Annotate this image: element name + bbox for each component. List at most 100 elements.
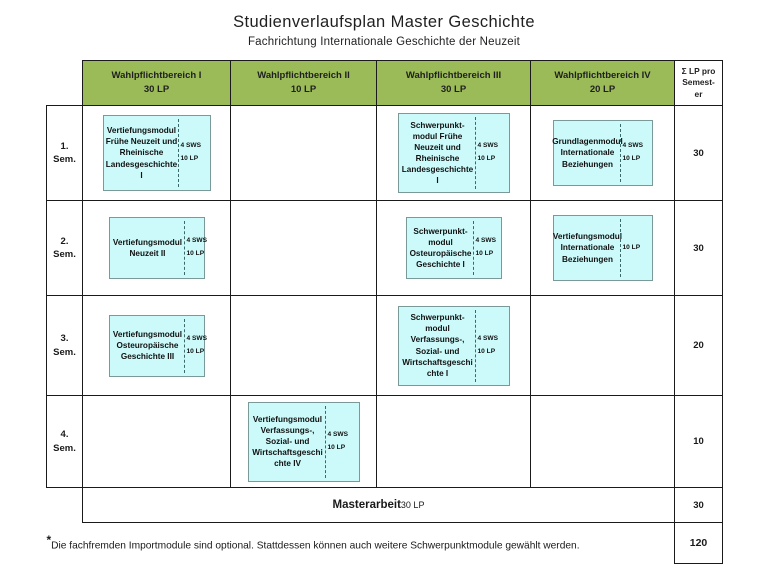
- module-name: Schwerpunkt- modul Osteuropäische Geschi…: [409, 226, 472, 270]
- module-divider: [474, 117, 476, 189]
- module-meta: 4 SWS 10 LP: [185, 316, 212, 376]
- cell-s1-wp4: Grundlagenmodul Internationale Beziehung…: [530, 105, 675, 201]
- module-sws: 4 SWS: [475, 237, 497, 245]
- cell-s2-wp3: Schwerpunkt- modul Osteuropäische Geschi…: [376, 200, 531, 296]
- footnote-text: Die fachfremden Importmodule sind option…: [51, 540, 580, 552]
- module-meta: 4 SWS 10 LP: [476, 114, 503, 192]
- footnote: *Die fachfremden Importmodule sind optio…: [46, 522, 675, 564]
- semester-3-line2: Sem.: [53, 346, 76, 358]
- header-3-name: Wahlpflichtbereich III: [405, 70, 502, 82]
- module-sws: 4 SWS: [327, 430, 349, 438]
- module-box[interactable]: Schwerpunkt- modul Osteuropäische Geschi…: [405, 217, 502, 279]
- module-meta: 4 SWS 10 LP: [185, 218, 212, 278]
- module-divider: [177, 119, 179, 187]
- semester-2-line1: 2.: [60, 235, 69, 247]
- module-name: Vertiefungsmodul Neuzeit II: [112, 237, 183, 258]
- module-name: Grundlagenmodul Internationale Beziehung…: [552, 137, 623, 169]
- semester-label-2: 2. Sem.: [46, 200, 83, 296]
- cell-s3-wp4-empty: [530, 295, 675, 396]
- semester-2-line2: Sem.: [53, 249, 76, 260]
- sum-masterarbeit: 30: [674, 487, 723, 523]
- header-2-name: Wahlpflichtbereich II: [257, 70, 350, 82]
- header-2-lp: 10 LP: [290, 84, 317, 95]
- cell-s2-wp1: Vertiefungsmodul Neuzeit II 4 SWS 10 LP: [82, 200, 231, 296]
- cell-s4-wp4-empty: [530, 395, 675, 488]
- module-box[interactable]: Vertiefungsmodul Internationale Beziehun…: [552, 215, 653, 281]
- module-meta: 4 SWS 10 LP: [326, 403, 353, 481]
- semester-3-line1: 3.: [60, 333, 69, 345]
- sum-semester-3: 20: [674, 295, 723, 396]
- semester-1-line2: Sem.: [53, 154, 76, 165]
- course-plan-table: Wahlpflichtbereich I 30 LP Wahlpflichtbe…: [46, 60, 723, 564]
- semester-4-line1: 4.: [60, 429, 69, 441]
- sum-semester-4: 10: [674, 395, 723, 488]
- semester-label-4: 4. Sem.: [46, 395, 83, 488]
- module-box[interactable]: Schwerpunkt- modul Frühe Neuzeit und Rhe…: [397, 113, 510, 193]
- cell-s2-wp2-empty: [230, 200, 377, 296]
- module-meta: 4 SWS 10 LP: [179, 116, 206, 190]
- header-corner-spacer: [46, 60, 83, 106]
- semester-label-1: 1. Sem.: [46, 105, 83, 201]
- course-plan-grid: Wahlpflichtbereich I 30 LP Wahlpflichtbe…: [46, 60, 723, 564]
- module-lp: 10 LP: [622, 243, 641, 251]
- module-divider: [474, 309, 476, 382]
- header-wahlpflichtbereich-4: Wahlpflichtbereich IV 20 LP: [530, 60, 675, 106]
- module-lp: 10 LP: [475, 250, 494, 257]
- module-meta: 4 SWS 10 LP: [621, 121, 648, 185]
- module-sws: 4 SWS: [180, 142, 202, 150]
- page-subtitle: Fachrichtung Internationale Geschichte d…: [247, 35, 521, 48]
- header-wahlpflichtbereich-1: Wahlpflichtbereich I 30 LP: [82, 60, 231, 106]
- header-1-lp: 30 LP: [143, 84, 170, 95]
- header-4-lp: 20 LP: [589, 84, 616, 95]
- module-box[interactable]: Vertiefungsmodul Verfassungs-, Sozial- u…: [247, 401, 360, 482]
- cell-s4-wp3-empty: [376, 395, 531, 488]
- module-sws: 4 SWS: [477, 142, 499, 150]
- module-box[interactable]: Vertiefungsmodul Neuzeit II 4 SWS 10 LP: [108, 217, 207, 279]
- semester-label-3: 3. Sem.: [46, 295, 83, 396]
- cell-s4-wp2: Vertiefungsmodul Verfassungs-, Sozial- u…: [230, 395, 377, 488]
- module-sws: 4 SWS: [186, 334, 208, 342]
- header-1-name: Wahlpflichtbereich I: [111, 70, 202, 82]
- header-sum-line1: Σ LP pro: [681, 65, 716, 76]
- module-divider: [183, 221, 185, 275]
- module-box[interactable]: Schwerpunkt- modul Verfassungs-, Sozial-…: [397, 305, 510, 386]
- header-sum-line2: Semest-: [682, 77, 715, 88]
- module-box[interactable]: Grundlagenmodul Internationale Beziehung…: [552, 120, 653, 186]
- table-row-semester-1: 1. Sem. Vertiefungsmodul Frühe Neuzeit u…: [46, 105, 723, 201]
- module-divider: [324, 405, 326, 478]
- module-lp: 10 LP: [186, 347, 205, 355]
- sum-semester-1: 30: [674, 105, 723, 201]
- cell-s3-wp2-empty: [230, 295, 377, 396]
- module-box[interactable]: Vertiefungsmodul Frühe Neuzeit und Rhein…: [102, 115, 211, 191]
- table-row-semester-4: 4. Sem. Vertiefungsmodul Verfassungs-, S…: [46, 395, 723, 488]
- cell-s1-wp3: Schwerpunkt- modul Frühe Neuzeit und Rhe…: [376, 105, 531, 201]
- cell-s1-wp1: Vertiefungsmodul Frühe Neuzeit und Rhein…: [82, 105, 231, 201]
- header-wahlpflichtbereich-2: Wahlpflichtbereich II 10 LP: [230, 60, 377, 106]
- module-name: Vertiefungsmodul Frühe Neuzeit und Rhein…: [105, 126, 178, 180]
- table-row-semester-3: 3. Sem. Vertiefungsmodul Osteuropäische …: [46, 295, 723, 396]
- header-3-lp: 30 LP: [440, 84, 467, 95]
- masterarbeit-left-spacer: [46, 487, 83, 523]
- table-header-row: Wahlpflichtbereich I 30 LP Wahlpflichtbe…: [46, 60, 723, 106]
- module-sws: 4 SWS: [622, 142, 644, 150]
- table-row-masterarbeit: Masterarbeit30 LP 30: [46, 487, 723, 523]
- module-meta: 4 SWS 10 LP: [474, 218, 501, 278]
- module-divider: [183, 318, 185, 373]
- cell-s1-wp2-empty: [230, 105, 377, 201]
- module-name: Vertiefungsmodul Internationale Beziehun…: [552, 232, 623, 264]
- footnote-marker: *: [46, 533, 52, 548]
- module-box[interactable]: Vertiefungsmodul Osteuropäische Geschich…: [108, 314, 207, 377]
- masterarbeit-cell: Masterarbeit30 LP: [82, 487, 675, 523]
- sum-semester-2: 30: [674, 200, 723, 296]
- header-wahlpflichtbereich-3: Wahlpflichtbereich III 30 LP: [376, 60, 531, 106]
- cell-s4-wp1-empty: [82, 395, 231, 488]
- page-title: Studienverlaufsplan Master Geschichte: [233, 13, 535, 31]
- module-divider: [619, 124, 621, 182]
- table-row-semester-2: 2. Sem. Vertiefungsmodul Neuzeit II 4 SW…: [46, 200, 723, 296]
- module-lp: 10 LP: [180, 155, 199, 162]
- header-4-name: Wahlpflichtbereich IV: [554, 70, 651, 82]
- semester-4-line2: Sem.: [53, 442, 76, 454]
- header-sum-lp-per-semester: Σ LP pro Semest- er: [674, 60, 723, 106]
- module-name: Schwerpunkt- modul Verfassungs-, Sozial-…: [402, 313, 473, 378]
